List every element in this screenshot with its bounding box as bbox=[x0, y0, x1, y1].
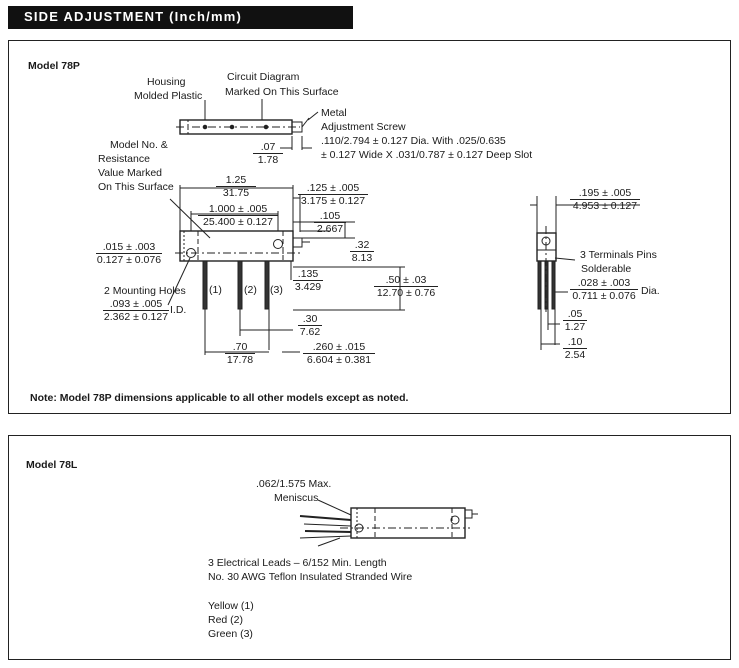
meniscus-label-1: .062/1.575 Max. bbox=[256, 478, 332, 490]
end-view-housing bbox=[536, 226, 557, 312]
pin-2-label: (2) bbox=[244, 284, 257, 296]
top-view-housing bbox=[176, 117, 310, 135]
circuit-diagram-label-1: Circuit Diagram bbox=[227, 71, 300, 83]
model-78l-housing bbox=[340, 507, 478, 539]
mounting-holes-label: 2 Mounting Holes bbox=[104, 285, 186, 297]
housing-label-2: Molded Plastic bbox=[134, 90, 203, 102]
side-view-housing bbox=[175, 230, 310, 310]
pin-1-label: (1) bbox=[209, 284, 222, 296]
housing-label-1: Housing bbox=[147, 76, 186, 88]
model-78p-panel bbox=[8, 40, 731, 414]
lead-color-red: Red (2) bbox=[208, 614, 244, 626]
leads-label-2: No. 30 AWG Teflon Insulated Stranded Wir… bbox=[208, 571, 413, 583]
meniscus-label-2: Meniscus bbox=[274, 492, 319, 504]
model-78l-panel bbox=[8, 435, 731, 660]
model-78p-note: Note: Model 78P dimensions applicable to… bbox=[30, 392, 409, 404]
leads-label-1: 3 Electrical Leads – 6/152 Min. Length bbox=[208, 557, 387, 569]
id-label: I.D. bbox=[170, 304, 187, 316]
model-no-label-1: Model No. & bbox=[110, 139, 168, 151]
model-no-label-3: Value Marked bbox=[98, 167, 163, 179]
section-header-title: SIDE ADJUSTMENT (Inch/mm) bbox=[24, 9, 243, 24]
model-78p-title: Model 78P bbox=[28, 60, 80, 72]
dia-label: Dia. bbox=[641, 285, 660, 297]
terminals-label-1: 3 Terminals Pins bbox=[580, 249, 657, 261]
terminals-label-2: Solderable bbox=[581, 263, 632, 275]
metal-screw-label-1: Metal bbox=[321, 107, 347, 119]
pin-3-label: (3) bbox=[270, 284, 283, 296]
lead-color-yellow: Yellow (1) bbox=[208, 600, 254, 612]
screw-spec-line-2: ± 0.127 Wide X .031/0.787 ± 0.127 Deep S… bbox=[321, 149, 533, 161]
metal-screw-label-2: Adjustment Screw bbox=[321, 121, 406, 133]
model-no-label-4: On This Surface bbox=[98, 181, 174, 193]
section-header-bar bbox=[8, 6, 353, 29]
circuit-diagram-label-2: Marked On This Surface bbox=[225, 86, 339, 98]
model-no-label-2: Resistance bbox=[98, 153, 150, 165]
lead-color-green: Green (3) bbox=[208, 628, 253, 640]
model-78l-title: Model 78L bbox=[26, 459, 78, 471]
screw-spec-line-1: .110/2.794 ± 0.127 Dia. With .025/0.635 bbox=[321, 135, 506, 147]
